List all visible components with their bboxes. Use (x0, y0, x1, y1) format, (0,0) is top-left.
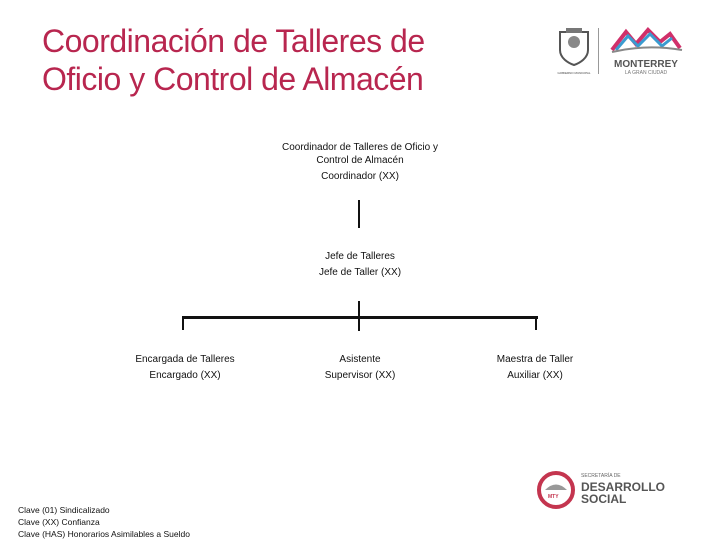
node-title: Asistente (339, 354, 381, 365)
municipal-seal-logo: GOBIERNO MUNICIPAL (554, 26, 594, 75)
org-node-child: Asistente Supervisor (XX) (285, 353, 435, 382)
node-role: Auxiliar (XX) (507, 370, 563, 381)
legend-item: Clave (HAS) Honorarios Asimilables a Sue… (18, 529, 190, 539)
node-title: Coordinador de Talleres de Oficio y Cont… (281, 142, 438, 166)
node-title: Jefe de Talleres (325, 251, 395, 262)
node-role: Supervisor (XX) (324, 370, 396, 381)
title-line-1: Coordinación de Talleres de (42, 23, 425, 59)
page-title: Coordinación de Talleres de Oficio y Con… (42, 22, 425, 98)
connector (182, 316, 184, 330)
legend-item: Clave (XX) Confianza (18, 517, 100, 527)
org-node-root: Coordinador de Talleres de Oficio y Cont… (280, 141, 440, 183)
secretaria-title-2: SOCIAL (581, 492, 627, 506)
mountains-icon (610, 27, 683, 53)
monterrey-logo: MONTERREY LA GRAN CIUDAD (606, 26, 686, 76)
node-role: Encargado (XX) (149, 370, 221, 381)
node-role: Jefe de Taller (XX) (318, 267, 402, 278)
node-title: Maestra de Taller (496, 354, 574, 365)
monterrey-wordmark: MONTERREY (614, 59, 678, 70)
logo-divider (598, 28, 599, 74)
mty-badge-icon (537, 471, 575, 509)
org-node-jefe: Jefe de Talleres Jefe de Taller (XX) (280, 250, 440, 279)
legend: Clave (01) Sindicalizado Clave (XX) Conf… (18, 504, 190, 540)
legend-item: Clave (01) Sindicalizado (18, 505, 110, 515)
connector (358, 200, 360, 228)
shield-icon (559, 28, 589, 67)
node-title: Encargada de Talleres (135, 354, 235, 365)
secretaria-title-1: DESARROLLO (581, 480, 665, 494)
node-role: Coordinador (XX) (321, 171, 399, 182)
org-node-child: Maestra de Taller Auxiliar (XX) (460, 353, 610, 382)
connector (535, 316, 537, 330)
badge-text: MTY (548, 494, 559, 500)
title-line-2: Oficio y Control de Almacén (42, 61, 424, 97)
org-node-child: Encargada de Talleres Encargado (XX) (110, 353, 260, 382)
secretaria-label: SECRETARÍA DE (581, 473, 621, 479)
connector (182, 316, 538, 319)
monterrey-tagline: LA GRAN CIUDAD (624, 70, 668, 76)
desarrollo-social-logo: MTY SECRETARÍA DE DESARROLLO SOCIAL (536, 470, 676, 512)
seal-caption: GOBIERNO MUNICIPAL (557, 71, 591, 75)
